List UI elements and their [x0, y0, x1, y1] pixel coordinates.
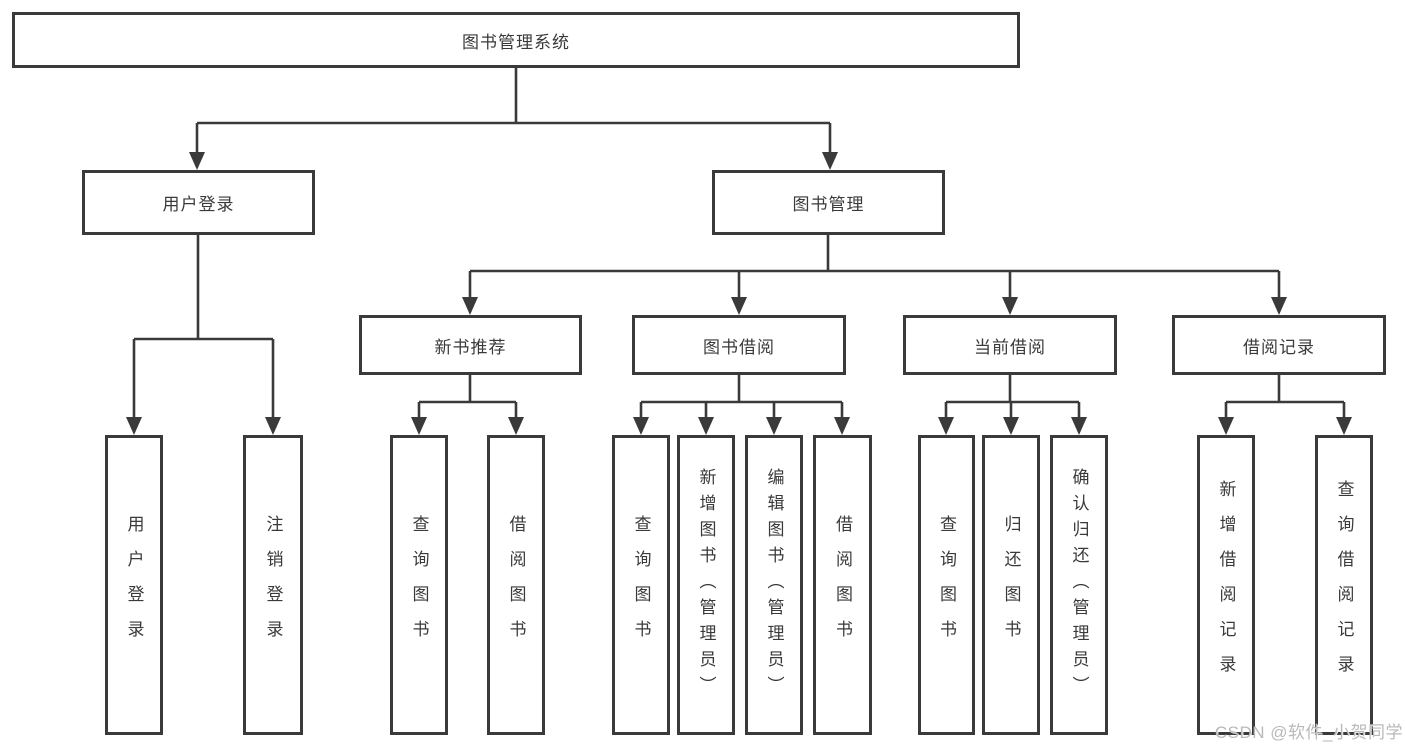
leaf-add-borrow-record: 新增借阅记录 [1197, 435, 1255, 735]
arrowhead-icon [698, 417, 714, 435]
node-label: 查询图书 [631, 515, 651, 655]
connector-user-login [126, 235, 281, 435]
arrowhead-icon [1071, 417, 1087, 435]
node-book-management: 图书管理 [712, 170, 945, 235]
node-label: 当前借阅 [974, 337, 1046, 357]
node-label: 图书借阅 [703, 337, 775, 357]
leaf-borrow-books-borrowing: 借阅图书 [813, 435, 872, 735]
node-current-borrowing: 当前借阅 [903, 315, 1117, 375]
node-label: 新书推荐 [434, 337, 507, 357]
node-label: 借阅图书 [833, 515, 852, 655]
node-label: 注销登录 [263, 515, 283, 655]
arrowhead-icon [822, 152, 838, 170]
node-library-management-system: 图书管理系统 [12, 12, 1020, 68]
leaf-query-books-recommend: 查询图书 [390, 435, 448, 735]
arrowhead-icon [189, 152, 205, 170]
arrowhead-icon [834, 417, 850, 435]
arrowhead-icon [411, 417, 427, 435]
node-label: 编辑图书（管理员） [764, 468, 784, 702]
node-label: 确认归还（管理员） [1069, 468, 1089, 702]
node-label: 新增借阅记录 [1216, 480, 1236, 690]
connector-new-book-recommend [411, 375, 524, 435]
node-label: 新增图书（管理员） [696, 468, 716, 702]
node-label: 查询图书 [937, 515, 956, 655]
node-borrowing-records: 借阅记录 [1172, 315, 1386, 375]
node-label: 图书管理 [792, 195, 865, 214]
node-label: 图书管理系统 [462, 32, 570, 52]
arrowhead-icon [766, 417, 782, 435]
leaf-query-borrow-record: 查询借阅记录 [1315, 435, 1373, 735]
node-label: 归还图书 [1001, 515, 1021, 655]
connector-borrowing-records [1218, 375, 1352, 435]
leaf-user-login: 用户登录 [105, 435, 163, 735]
arrowhead-icon [731, 297, 747, 315]
leaf-return-books: 归还图书 [982, 435, 1040, 735]
leaf-add-book-admin: 新增图书（管理员） [677, 435, 735, 735]
arrowhead-icon [938, 417, 954, 435]
leaf-confirm-return-admin: 确认归还（管理员） [1050, 435, 1108, 735]
arrowhead-icon [1218, 417, 1234, 435]
arrowhead-icon [1002, 297, 1018, 315]
connector-book-borrowing [633, 375, 850, 435]
connector-book-management [462, 235, 1287, 315]
arrowhead-icon [1003, 417, 1019, 435]
arrowhead-icon [1271, 297, 1287, 315]
arrowhead-icon [462, 297, 478, 315]
arrowhead-icon [265, 417, 281, 435]
arrowhead-icon [508, 417, 524, 435]
leaf-logout: 注销登录 [243, 435, 303, 735]
node-label: 借阅图书 [506, 515, 526, 655]
node-book-borrowing: 图书借阅 [632, 315, 846, 375]
node-user-login: 用户登录 [82, 170, 315, 235]
arrowhead-icon [126, 417, 142, 435]
leaf-edit-book-admin: 编辑图书（管理员） [745, 435, 803, 735]
connector-root [189, 68, 838, 170]
connector-current-borrowing [938, 375, 1087, 435]
arrowhead-icon [1336, 417, 1352, 435]
leaf-borrow-books-recommend: 借阅图书 [487, 435, 545, 735]
node-label: 用户登录 [162, 195, 235, 214]
node-new-book-recommend: 新书推荐 [359, 315, 582, 375]
leaf-query-books-borrowing: 查询图书 [612, 435, 670, 735]
node-label: 借阅记录 [1243, 337, 1315, 357]
node-label: 用户登录 [124, 515, 144, 655]
arrowhead-icon [633, 417, 649, 435]
node-label: 查询图书 [409, 515, 429, 655]
leaf-query-books-current: 查询图书 [918, 435, 975, 735]
node-label: 查询借阅记录 [1334, 480, 1354, 690]
